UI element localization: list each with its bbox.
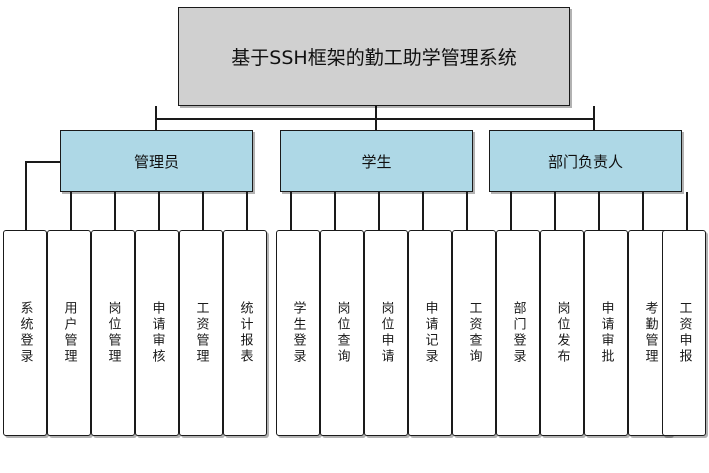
connector-root-to-department-head	[593, 106, 595, 130]
connector-student-to-leaf-2	[334, 192, 336, 230]
leaf-node-label: 系统登录	[17, 301, 33, 365]
leaf-node-label: 部门登录	[510, 301, 526, 365]
leaf-node-label: 申请审核	[149, 301, 165, 365]
root-node-title: 基于SSH框架的勤工助学管理系统	[178, 7, 570, 106]
connector-admin-to-leaf-3	[114, 192, 116, 230]
connector-admin-elbow-h	[25, 161, 60, 163]
leaf-node-position-query: 岗位查询	[320, 230, 364, 436]
leaf-node-position-management: 岗位管理	[91, 230, 135, 436]
leaf-node-application-approval: 申请审批	[584, 230, 628, 436]
role-node-admin: 管理员	[60, 130, 253, 192]
leaf-node-position-application: 岗位申请	[364, 230, 408, 436]
leaf-node-system-login: 系统登录	[3, 230, 47, 436]
connector-admin-to-leaf-2	[70, 192, 72, 230]
leaf-node-label: 申请审批	[598, 301, 614, 365]
leaf-node-label: 申请记录	[422, 301, 438, 365]
leaf-node-label: 统计报表	[237, 301, 253, 365]
role-node-student: 学生	[280, 130, 473, 192]
role-node-label-admin: 管理员	[133, 152, 179, 171]
role-node-department-head: 部门负责人	[489, 130, 682, 192]
leaf-node-label: 岗位申请	[378, 301, 394, 365]
connector-root-stem	[155, 106, 157, 118]
connector-department-head-to-leaf-5	[686, 192, 688, 230]
leaf-node-student-login: 学生登录	[276, 230, 320, 436]
role-node-label-student: 学生	[361, 152, 392, 171]
role-node-label-department-head: 部门负责人	[547, 152, 623, 171]
leaf-node-label: 工资管理	[193, 301, 209, 365]
leaf-node-label: 考勤管理	[642, 301, 658, 365]
connector-department-head-to-leaf-4	[642, 192, 644, 230]
connector-student-to-leaf-4	[422, 192, 424, 230]
connector-department-head-to-leaf-1	[510, 192, 512, 230]
leaf-node-statistical-report: 统计报表	[223, 230, 267, 436]
connector-root-to-admin	[155, 118, 157, 130]
connector-root-to-student	[375, 106, 377, 130]
connector-admin-to-leaf-5	[202, 192, 204, 230]
connector-root-bus	[155, 118, 594, 120]
connector-student-to-leaf-5	[466, 192, 468, 230]
leaf-node-label: 岗位发布	[554, 301, 570, 365]
leaf-node-application-review: 申请审核	[135, 230, 179, 436]
leaf-node-label: 岗位查询	[334, 301, 350, 365]
leaf-node-user-management: 用户管理	[47, 230, 91, 436]
connector-department-head-to-leaf-2	[554, 192, 556, 230]
leaf-node-department-login: 部门登录	[496, 230, 540, 436]
leaf-node-label: 工资查询	[466, 301, 482, 365]
connector-admin-to-leaf-4	[158, 192, 160, 230]
leaf-node-application-record: 申请记录	[408, 230, 452, 436]
leaf-node-salary-management: 工资管理	[179, 230, 223, 436]
leaf-node-label: 学生登录	[290, 301, 306, 365]
leaf-node-position-publish: 岗位发布	[540, 230, 584, 436]
connector-student-to-leaf-3	[378, 192, 380, 230]
leaf-node-label: 工资申报	[676, 301, 692, 365]
connector-admin-elbow-v	[25, 161, 27, 230]
leaf-node-label: 岗位管理	[105, 301, 121, 365]
connector-department-head-to-leaf-3	[598, 192, 600, 230]
leaf-node-salary-declaration: 工资申报	[662, 230, 706, 436]
leaf-node-salary-query: 工资查询	[452, 230, 496, 436]
connector-admin-to-leaf-6	[246, 192, 248, 230]
root-node-label: 基于SSH框架的勤工助学管理系统	[231, 47, 517, 69]
connector-student-to-leaf-1	[290, 192, 292, 230]
leaf-node-label: 用户管理	[61, 301, 77, 365]
